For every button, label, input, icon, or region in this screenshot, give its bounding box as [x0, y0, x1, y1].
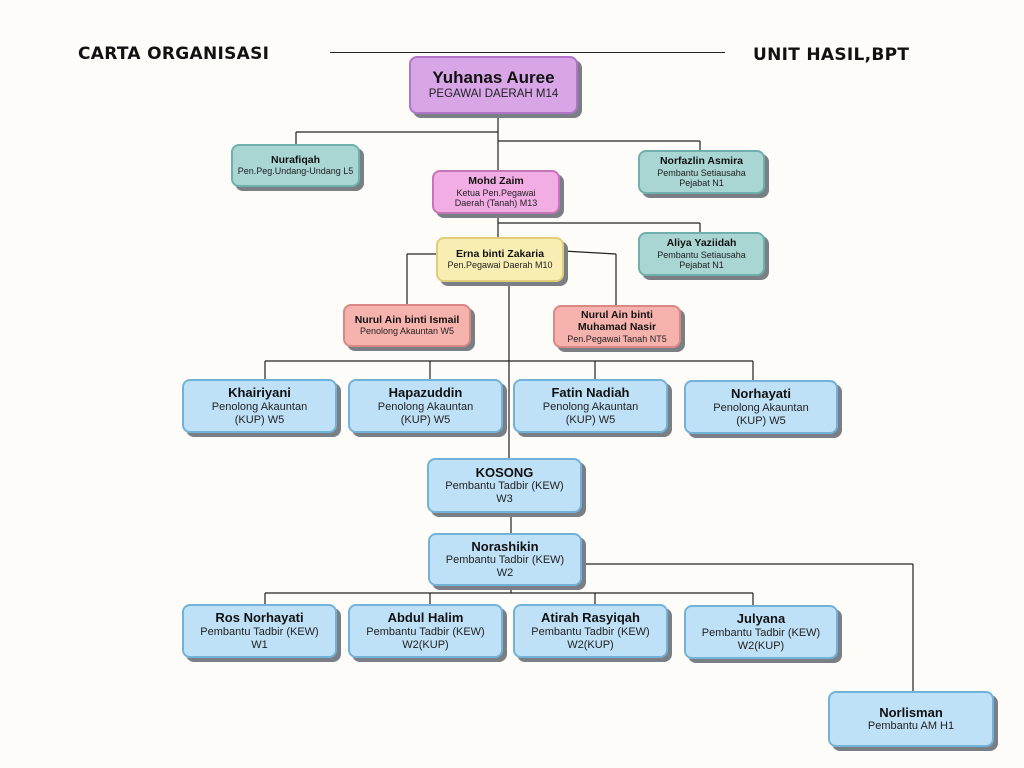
node-name: Erna binti Zakaria: [455, 247, 545, 260]
node-name: Julyana: [736, 611, 786, 627]
node-role: Pembantu Tadbir (KEW): [531, 625, 650, 638]
header-rule: [330, 52, 725, 53]
node-nurul-ain-ismail: Nurul Ain binti Ismail Penolong Akauntan…: [343, 304, 471, 347]
node-role-line2: (KUP) W5: [234, 413, 285, 426]
node-name: Norashikin: [471, 538, 539, 554]
node-name: Nurul Ain binti Ismail: [354, 313, 460, 326]
connector: [562, 250, 617, 255]
node-kosong: KOSONG Pembantu Tadbir (KEW) W3: [427, 458, 582, 513]
node-name: Fatin Nadiah: [551, 385, 630, 401]
node-role-line2: W1: [251, 638, 268, 651]
node-role: Penolong Akauntan: [377, 400, 474, 413]
node-role: Pembantu AM H1: [867, 720, 955, 733]
node-yuhanas-auree: Yuhanas Auree PEGAWAI DAERAH M14: [409, 56, 578, 114]
node-role: Penolong Akauntan: [713, 401, 809, 414]
node-role: Pembantu Tadbir (KEW): [445, 554, 565, 567]
node-role: Pembantu Setiausaha: [657, 167, 746, 178]
node-name-line2: Muhamad Nasir: [577, 321, 657, 334]
node-name: Mohd Zaim: [468, 174, 524, 187]
node-role-line2: (KUP) W5: [565, 413, 616, 426]
node-norhayati: Norhayati Penolong Akauntan (KUP) W5: [684, 380, 838, 434]
node-mohd-zaim: Mohd Zaim Ketua Pen.Pegawai Daerah (Tana…: [432, 170, 560, 214]
node-role: Penolong Akauntan: [211, 400, 308, 413]
node-role-line2: W2(KUP): [567, 638, 614, 651]
node-role-line2: W2: [496, 567, 514, 580]
node-role: Pembantu Setiausaha: [657, 249, 746, 260]
node-role-line2: Pejabat N1: [679, 260, 724, 271]
node-role-line2: W2(KUP): [737, 639, 785, 652]
node-ros-norhayati: Ros Norhayati Pembantu Tadbir (KEW) W1: [182, 604, 337, 658]
node-julyana: Julyana Pembantu Tadbir (KEW) W2(KUP): [684, 605, 838, 659]
node-norlisman: Norlisman Pembantu AM H1: [828, 691, 994, 747]
node-norfazlin-asmira: Norfazlin Asmira Pembantu Setiausaha Pej…: [638, 150, 765, 194]
node-name: Ros Norhayati: [215, 610, 304, 626]
chart-title: CARTA ORGANISASI: [78, 44, 270, 64]
node-role-line2: (KUP) W5: [736, 414, 786, 427]
node-name: Nurul Ain binti: [581, 308, 653, 321]
node-name: Norhayati: [731, 386, 791, 402]
node-role-line2: W2(KUP): [402, 638, 449, 651]
node-nurafiqah: Nurafiqah Pen.Peg.Undang-Undang L5: [231, 144, 360, 187]
node-role: PEGAWAI DAERAH M14: [428, 88, 559, 101]
node-aliya-yaziidah: Aliya Yaziidah Pembantu Setiausaha Pejab…: [638, 232, 765, 276]
node-role: Pen.Peg.Undang-Undang L5: [237, 166, 354, 177]
node-role: Penolong Akauntan W5: [359, 326, 455, 337]
node-khairiyani: Khairiyani Penolong Akauntan (KUP) W5: [182, 379, 337, 433]
node-role-line2: (KUP) W5: [400, 413, 451, 426]
node-role-line2: Pejabat N1: [679, 178, 724, 189]
node-role: Pen.Pegawai Daerah M10: [447, 260, 553, 271]
node-name: Abdul Halim: [387, 610, 464, 626]
node-abdul-halim: Abdul Halim Pembantu Tadbir (KEW) W2(KUP…: [348, 604, 503, 658]
node-name: Aliya Yaziidah: [666, 236, 737, 249]
node-erna-binti-zakaria: Erna binti Zakaria Pen.Pegawai Daerah M1…: [436, 237, 564, 282]
node-hapazuddin: Hapazuddin Penolong Akauntan (KUP) W5: [348, 379, 503, 433]
node-name: KOSONG: [475, 464, 534, 480]
node-name: Khairiyani: [228, 385, 291, 401]
node-name: Atirah Rasyiqah: [541, 610, 640, 626]
node-name: Norfazlin Asmira: [659, 154, 744, 167]
node-role: Penolong Akauntan: [542, 400, 639, 413]
node-role: Pembantu Tadbir (KEW): [366, 625, 485, 638]
node-name: Norlisman: [879, 704, 943, 720]
node-role: Pembantu Tadbir (KEW): [445, 480, 564, 493]
unit-title: UNIT HASIL,BPT: [753, 45, 910, 65]
node-role: Pen.Pegawai Tanah NT5: [567, 333, 667, 344]
node-role-line2: W3: [496, 493, 513, 506]
node-role: Pembantu Tadbir (KEW): [701, 626, 821, 639]
node-nurul-ain-muhamad-nasir: Nurul Ain binti Muhamad Nasir Pen.Pegawa…: [553, 305, 681, 348]
node-fatin-nadiah: Fatin Nadiah Penolong Akauntan (KUP) W5: [513, 379, 668, 433]
node-role: Pembantu Tadbir (KEW): [200, 625, 319, 638]
node-name: Hapazuddin: [388, 385, 463, 401]
node-role-line2: Daerah (Tanah) M13: [454, 198, 538, 209]
node-norashikin: Norashikin Pembantu Tadbir (KEW) W2: [428, 533, 582, 586]
node-name: Yuhanas Auree: [432, 67, 555, 87]
node-role: Ketua Pen.Pegawai: [456, 187, 536, 198]
node-name: Nurafiqah: [270, 153, 320, 166]
node-atirah-rasyiqah: Atirah Rasyiqah Pembantu Tadbir (KEW) W2…: [513, 604, 668, 658]
